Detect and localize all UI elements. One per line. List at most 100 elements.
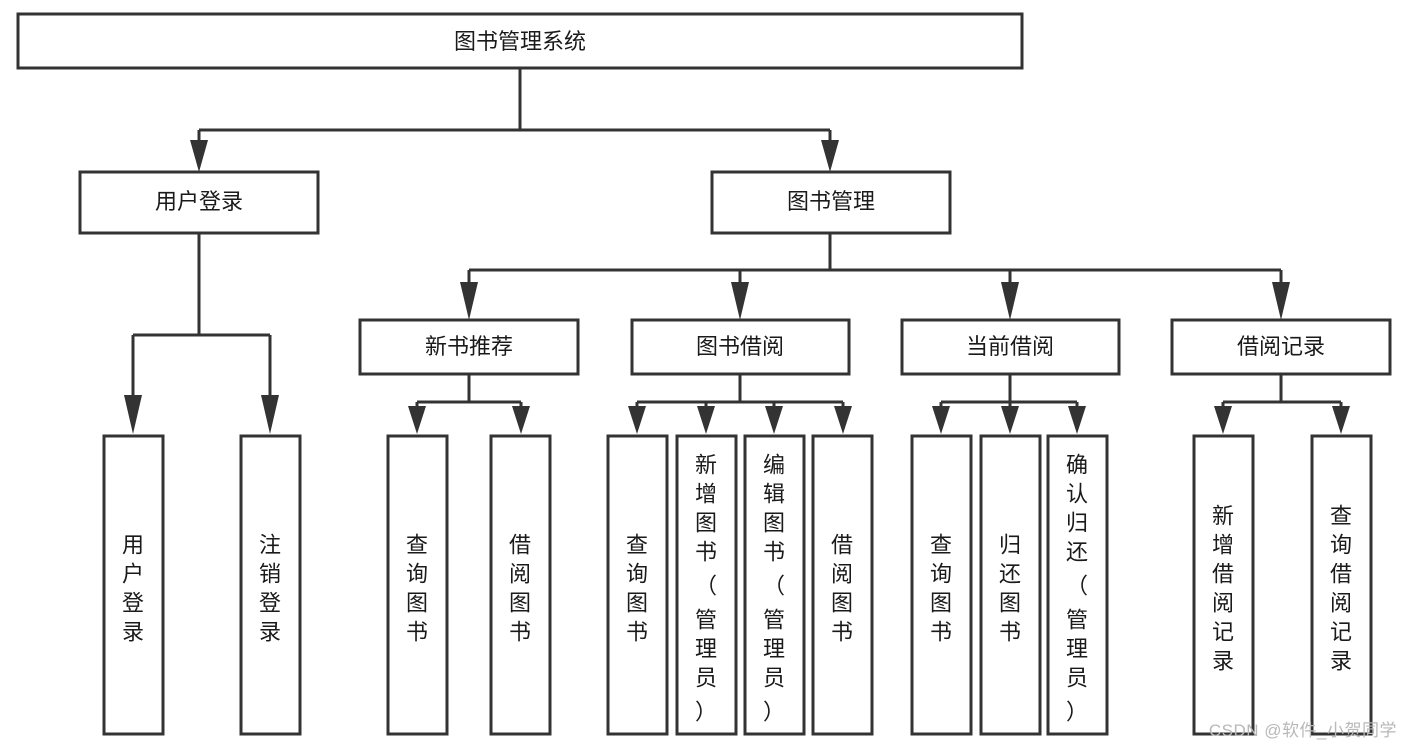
leaf-return-book[interactable]: 归还图书 — [979, 434, 1042, 736]
node-book-management-box[interactable] — [710, 170, 952, 235]
leaf-query-book-1-label: 查询图书 — [406, 533, 428, 645]
leaf-char: 书 — [626, 620, 648, 645]
leaf-add-book-admin[interactable]: 新增图书（管理员） — [675, 434, 738, 736]
leaf-char: 图 — [999, 591, 1021, 616]
arrow-head-leaf-add-book-admin — [697, 406, 715, 434]
arrow-head-leaf-add-borrow-record — [1214, 406, 1232, 434]
leaf-char: 询 — [406, 562, 428, 587]
node-new-book-recommend-box[interactable] — [358, 318, 580, 376]
leaf-char: 书 — [509, 620, 531, 645]
leaf-borrow-book-1-label: 借阅图书 — [509, 533, 531, 645]
leaf-char: 图 — [930, 591, 952, 616]
node-book-management[interactable]: 图书管理 — [710, 170, 952, 235]
leaf-query-book-2-box[interactable] — [606, 434, 669, 736]
leaf-logout-login-box[interactable] — [239, 434, 302, 736]
leaf-char: 认 — [1066, 482, 1088, 507]
node-borrow-record-box[interactable] — [1170, 318, 1392, 376]
node-current-borrow-box[interactable] — [900, 318, 1121, 376]
leaf-char: 询 — [930, 562, 952, 587]
leaf-char: 书 — [999, 620, 1021, 645]
leaf-user-login[interactable]: 用户登录 — [102, 434, 165, 736]
node-current-borrow-label: 当前借阅 — [966, 334, 1054, 359]
leaf-char: 录 — [259, 620, 281, 645]
node-new-book-recommend[interactable]: 新书推荐 — [358, 318, 580, 376]
leaf-char: 借 — [1330, 562, 1352, 587]
leaf-return-book-box[interactable] — [979, 434, 1042, 736]
node-borrow-record[interactable]: 借阅记录 — [1170, 318, 1392, 376]
leaf-user-login-box[interactable] — [102, 434, 165, 736]
leaf-char: 管 — [763, 608, 785, 633]
leaf-char: 查 — [930, 533, 952, 558]
leaf-char: ） — [1066, 700, 1088, 725]
leaf-char: 借 — [831, 533, 853, 558]
leaf-add-borrow-record-label: 新增借阅记录 — [1212, 504, 1234, 674]
leaf-borrow-book-1-box[interactable] — [489, 434, 552, 736]
leaf-borrow-book-2[interactable]: 借阅图书 — [811, 434, 874, 736]
leaf-char: 新 — [1212, 504, 1234, 529]
leaf-char: 员 — [1066, 666, 1088, 691]
leaf-char: 员 — [763, 666, 785, 691]
leaf-borrow-book-2-box[interactable] — [811, 434, 874, 736]
node-current-borrow[interactable]: 当前借阅 — [900, 318, 1121, 376]
leaf-char: 归 — [999, 533, 1021, 558]
leaf-char: 增 — [695, 482, 717, 507]
leaf-query-book-3-box[interactable] — [910, 434, 973, 736]
leaf-char: 记 — [1212, 620, 1234, 645]
arrow-head-user-login — [190, 140, 208, 172]
leaf-add-borrow-record[interactable]: 新增借阅记录 — [1192, 434, 1255, 736]
node-book-borrow-box[interactable] — [630, 318, 851, 376]
node-user-login-box[interactable] — [78, 170, 320, 235]
leaf-char: 登 — [122, 591, 144, 616]
leaf-char: 询 — [1330, 533, 1352, 558]
leaf-char: 注 — [259, 533, 281, 558]
leaf-char: 借 — [1212, 562, 1234, 587]
leaf-char: 登 — [259, 591, 281, 616]
arrow-head-leaf-logout-login — [261, 395, 279, 434]
leaf-edit-book-admin-box[interactable] — [743, 434, 806, 736]
arrow-head-leaf-edit-book-admin — [765, 406, 783, 434]
leaf-add-book-admin-box[interactable] — [675, 434, 738, 736]
leaf-char: 记 — [1330, 620, 1352, 645]
leaf-borrow-book-1[interactable]: 借阅图书 — [489, 434, 552, 736]
leaf-query-borrow-record[interactable]: 查询借阅记录 — [1310, 434, 1373, 736]
leaf-char: 归 — [1066, 511, 1088, 536]
leaf-confirm-return-admin-box[interactable] — [1046, 434, 1109, 736]
leaf-char: 图 — [626, 591, 648, 616]
leaf-char: 管 — [695, 608, 717, 633]
leaf-char: 辑 — [763, 482, 785, 507]
leaf-char: 阅 — [1212, 591, 1234, 616]
leaf-query-book-1-box[interactable] — [386, 434, 449, 736]
node-root-book-management-system[interactable]: 图书管理系统 — [16, 12, 1024, 70]
leaf-query-borrow-record-box[interactable] — [1310, 434, 1373, 736]
leaf-query-book-1[interactable]: 查询图书 — [386, 434, 449, 736]
leaf-query-book-2[interactable]: 查询图书 — [606, 434, 669, 736]
leaf-char: 询 — [626, 562, 648, 587]
arrow-head-current-borrow — [1001, 282, 1019, 320]
leaf-edit-book-admin[interactable]: 编辑图书（管理员） — [743, 434, 806, 736]
node-root-box[interactable] — [16, 12, 1024, 70]
leaf-add-borrow-record-box[interactable] — [1192, 434, 1255, 736]
leaf-char: 书 — [831, 620, 853, 645]
leaf-char: 户 — [122, 562, 144, 587]
leaf-query-book-3[interactable]: 查询图书 — [910, 434, 973, 736]
node-borrow-record-label: 借阅记录 — [1237, 334, 1325, 359]
leaf-confirm-return-admin[interactable]: 确认归还（管理员） — [1046, 434, 1109, 736]
arrow-head-leaf-query-borrow-record — [1332, 406, 1350, 434]
leaf-user-login-label: 用户登录 — [122, 533, 144, 645]
arrow-head-new-book-recommend — [460, 282, 478, 320]
leaf-char: 还 — [1066, 540, 1088, 565]
leaf-char: （ — [695, 574, 717, 599]
leaf-char: 录 — [122, 620, 144, 645]
leaf-logout-login[interactable]: 注销登录 — [239, 434, 302, 736]
node-user-login[interactable]: 用户登录 — [78, 170, 320, 235]
leaf-char: 录 — [1330, 649, 1352, 674]
arrow-head-leaf-user-login — [124, 395, 142, 434]
leaf-char: 查 — [1330, 504, 1352, 529]
leaf-char: 理 — [1066, 637, 1088, 662]
leaf-add-book-admin-label: 新增图书（管理员） — [695, 453, 717, 725]
leaf-char: 图 — [509, 591, 531, 616]
leaf-char: 销 — [259, 562, 281, 587]
leaf-char: 图 — [763, 511, 785, 536]
node-book-borrow[interactable]: 图书借阅 — [630, 318, 851, 376]
